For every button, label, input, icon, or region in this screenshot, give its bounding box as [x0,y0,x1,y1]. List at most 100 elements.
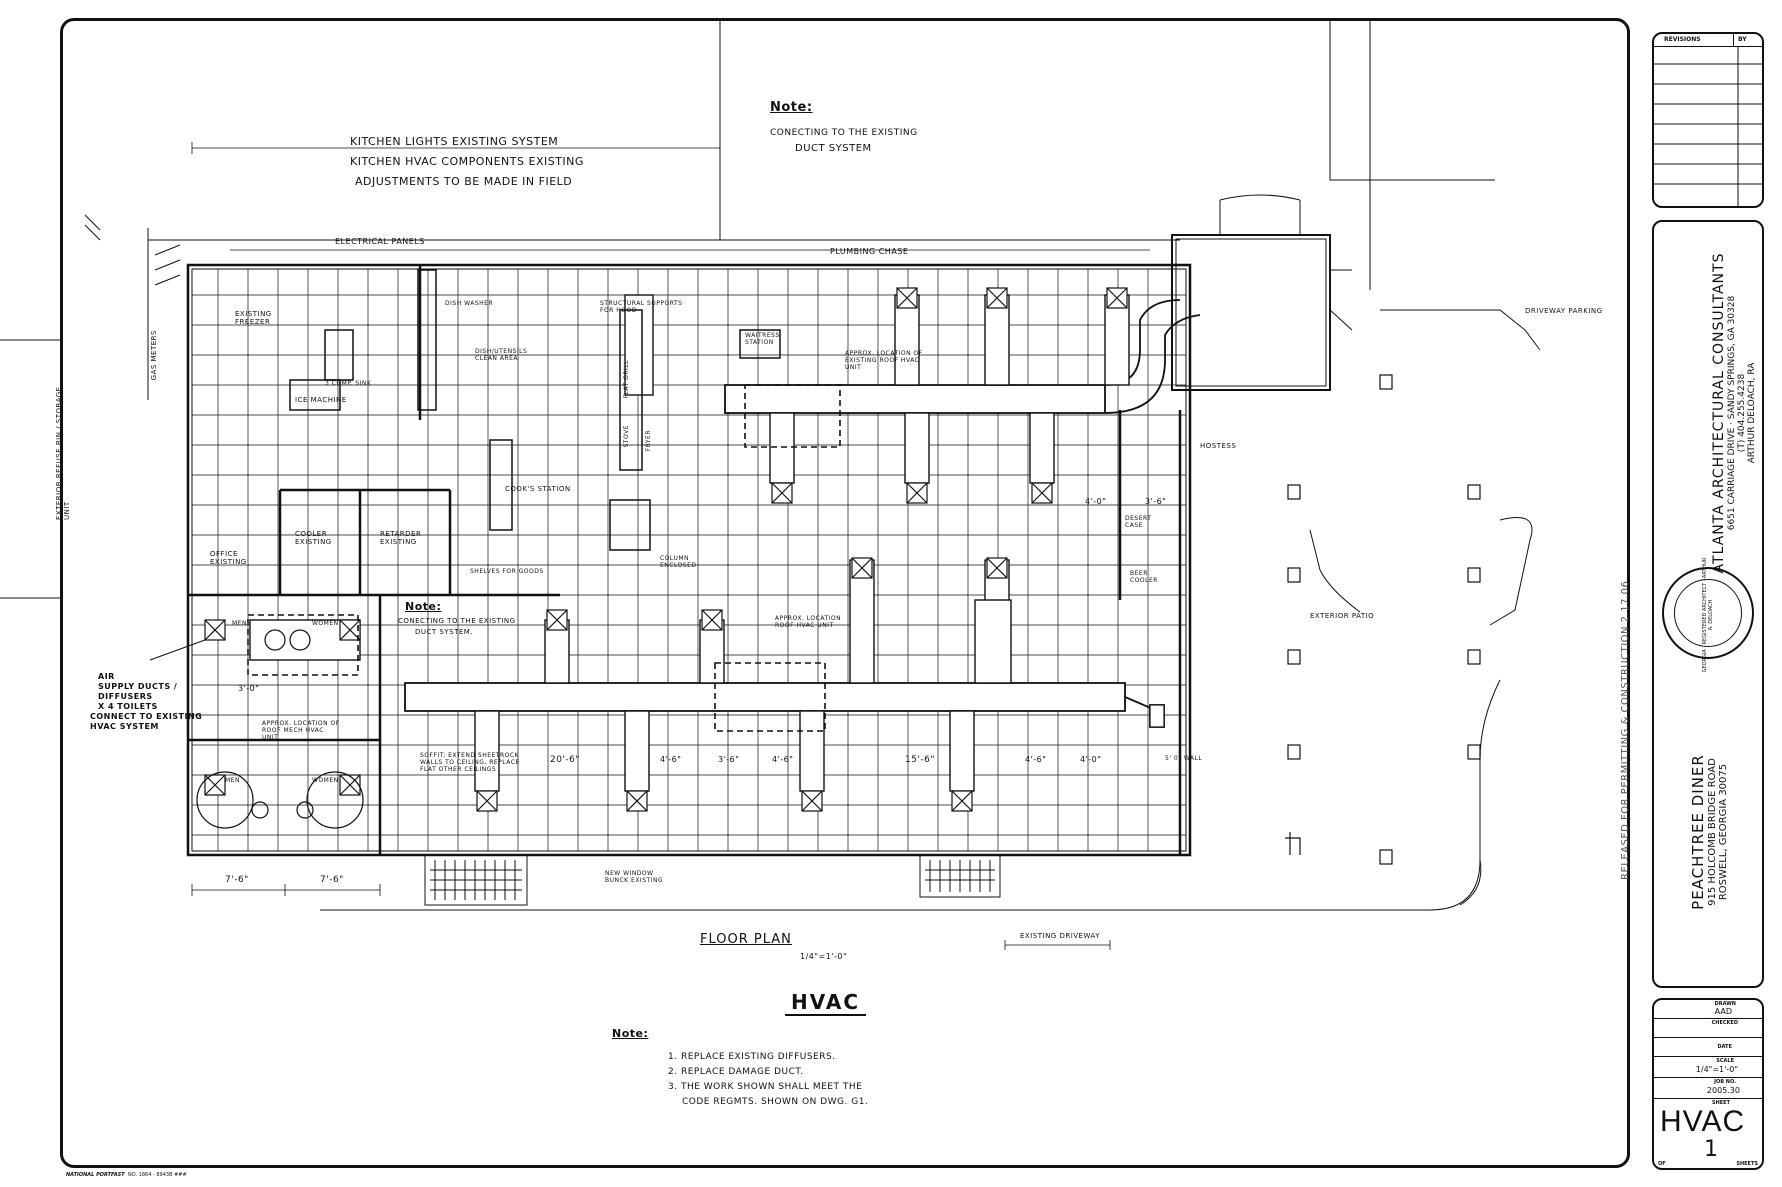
checked-label: Checked [1711,1020,1738,1026]
floor-plan-title: Floor Plan [700,932,792,947]
sheet-info-box: Drawn AAD Checked Date Scale 1/4"=1'-0" … [1652,998,1764,1170]
label-shelves: Shelves for goods [470,568,544,575]
dim-4-0-b: 4'-0" [1085,497,1107,506]
label-stove: Stove [623,425,630,448]
label-new-window: New Window Bunck Existing [605,870,664,884]
dim-7-6-a: 7'-6" [225,875,249,885]
exterior-hatch [84,214,181,286]
label-dish-utensils: Dish/Utensils Clean Area [475,348,528,362]
label-column-enclosed: Column Enclosed [660,555,697,569]
label-electrical-panels: Electrical Panels [335,237,425,246]
leader-lines [149,309,1541,661]
released-stamp: Released for Permitting & Construction 2… [1620,580,1631,880]
drawn-value: AAD [1714,1007,1732,1016]
firm-address: 6651 Carriage Drive · Sandy Springs, GA … [1727,295,1737,531]
air-supply-note: Air Supply Ducts / Diffusers X 4 Toilets… [90,672,202,732]
label-driveway-parking: Driveway Parking [1525,307,1603,315]
seal-text: Georgia · Registered Architect · Arthur … [1702,557,1714,673]
sheets-label: Sheets [1736,1161,1758,1167]
dim-3-6-b: 3'-6" [1145,497,1167,506]
top-note-line-1: Conecting to the Existing [770,128,918,138]
firm-project-box: Atlanta Architectural Consultants 6651 C… [1652,220,1764,988]
by-label: By [1733,34,1762,46]
roof-hvac-dashed [247,384,841,732]
drawing-title: HVAC [785,990,867,1016]
label-cooler: Cooler Existing [295,530,332,546]
label-dessert-case: Desert Case [1125,515,1152,529]
firm-info: Atlanta Architectural Consultants 6651 C… [1694,240,1774,574]
label-office: Office Existing [210,550,247,566]
mid-note-title: Note: [405,600,442,613]
label-gas-meters: Gas Meters [150,330,158,381]
revisions-label: Revisions [1664,36,1701,43]
project-address: 915 Holcomb Bridge Road [1707,758,1718,906]
entry-steps [424,854,1001,906]
of-label: OF [1658,1161,1666,1167]
label-ice-machine: Ice Machine [295,396,347,404]
label-three-comp-sink: 3 Comp. Sink [325,380,372,387]
label-approx-roof-hvac: Approx. Location Roof HVAC Unit [775,615,842,629]
bottom-note-list: 1. Replace Existing Diffusers. 2. Replac… [668,1050,868,1110]
dim-4-6-c: 4'-6" [1025,755,1047,764]
kitchen-note-2: Kitchen HVAC Components Existing [350,155,584,168]
revisions-box: Revisions By [1652,32,1764,208]
footer-code: NO. 1864 - 8943B ### [128,1172,187,1178]
label-men-lower: Men [225,777,240,784]
interior-walls [188,265,1182,855]
diffusers [204,287,1165,812]
drawn-label: Drawn [1714,1001,1736,1007]
label-plumbing-chase: Plumbing Chase [830,247,909,256]
kitchen-note-3: Adjustments to be made in field [355,175,573,188]
bottom-note-item-3: 3. The Work Shown Shall Meet the [668,1082,863,1092]
dim-3-0: 3'-0" [238,684,260,693]
label-fryer: Fryer [645,430,652,452]
footer-left: NATIONAL PORTFAST [66,1172,125,1178]
revisions-grid [1654,46,1762,206]
label-hostess: Hostess [1200,442,1237,450]
dim-4-0: 4'-0" [1080,755,1102,764]
project-name: Peachtree Diner [1689,754,1707,910]
job-value: 2005.30 [1706,1086,1740,1095]
restroom-fixtures [196,629,364,829]
air-supply-line-5: Connect to Existing [90,712,203,721]
label-women-upper: Women [312,620,339,627]
project-info: Peachtree Diner 915 Holcomb Bridge Road … [1689,667,1729,997]
branch-ducts-upper [624,294,1130,484]
sheet-border [60,18,1630,1168]
job-label: Job No. [1714,1079,1736,1085]
patio-columns [1285,374,1481,865]
firm-principal: Arthur Deloach, RA [1747,362,1757,464]
air-supply-line-3: Diffusers [98,692,153,701]
dim-15-6: 15'-6" [905,755,936,765]
label-men-upper: Men [232,620,247,627]
dim-4-6-a: 4'-6" [660,755,682,764]
floor-plan-scale: 1/4"=1'-0" [800,952,848,961]
label-existing-driveway: Existing Driveway [1020,932,1101,940]
label-exterior-patio: Exterior Patio [1310,612,1375,620]
scale-value: 1/4"=1'-0" [1695,1065,1738,1074]
label-dish-washer: Dish Washer [445,300,494,307]
bottom-note-item-4: Code Regmts. Shown on Dwg. G1. [682,1097,869,1107]
air-supply-line-4: X 4 Toilets [98,702,158,711]
dim-3-6: 3'-6" [718,755,740,764]
label-beer-cooler: Beer Cooler [1130,570,1158,584]
scale-label: Scale [1716,1058,1734,1064]
dim-7-6-b: 7'-6" [320,875,344,885]
dimension-lines [191,142,1150,950]
label-soffit-note: Soffit: Extend Sheetrock Walls to Ceilin… [420,752,520,773]
bottom-note-title: Note: [612,1027,649,1040]
label-approx-existing-roof: Approx. Location of Existing Roof HVAC U… [845,350,923,371]
label-exterior-refuse: Exterior Refuse Bin / Storage Unit [55,386,71,520]
bottom-note-item-2: 2. Replace Damage Duct. [668,1067,804,1077]
label-flat-grill: Flat Grill [623,360,630,399]
sheet-label: Sheet [1711,1100,1730,1106]
label-approx-roof-mech: Approx. Location of Roof Mech HVAC Unit [262,720,340,741]
project-city: Roswell, Georgia 30075 [1718,763,1729,901]
bottom-note-item-1: 1. Replace Existing Diffusers. [668,1052,836,1062]
air-supply-line-2: Supply Ducts / [98,682,178,691]
building-outline [186,263,1192,857]
label-retarder: Retarder Existing [380,530,422,546]
mid-note-line-2: Duct System. [415,628,474,636]
ceiling-grid [192,269,1186,851]
